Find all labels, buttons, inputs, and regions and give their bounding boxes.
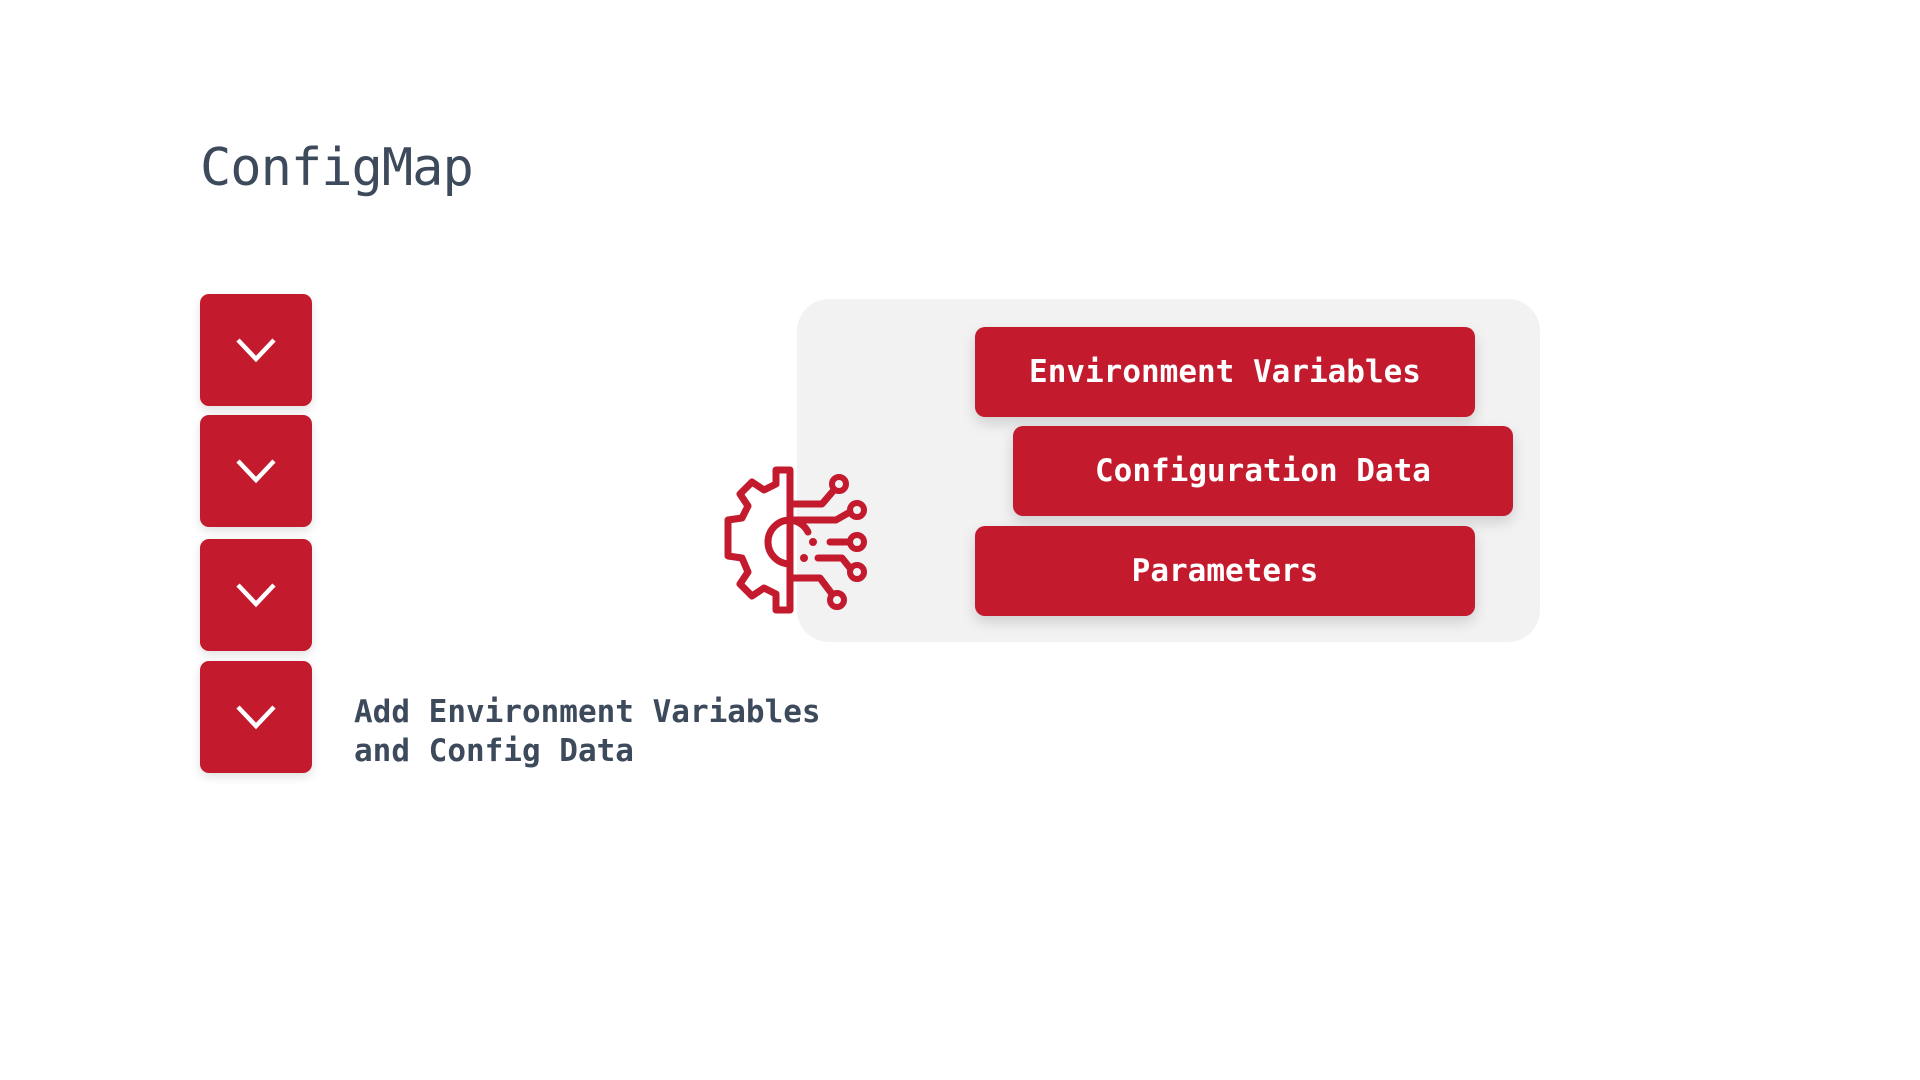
step-3-chevron-button[interactable] (200, 539, 312, 651)
configuration-data-button[interactable]: Configuration Data (1013, 426, 1513, 516)
chevron-down-icon (236, 705, 276, 730)
step-4-line-1: Add Environment Variables (354, 694, 821, 730)
parameters-button[interactable]: Parameters (975, 526, 1475, 616)
chevron-down-icon (236, 338, 276, 363)
page-title: ConfigMap (200, 138, 474, 198)
step-2-chevron-button[interactable] (200, 415, 312, 527)
environment-variables-button[interactable]: Environment Variables (975, 327, 1475, 417)
step-4-chevron-button[interactable] (200, 661, 312, 773)
chevron-down-icon (236, 583, 276, 608)
step-4-description: Add Environment Variables and Config Dat… (354, 693, 821, 771)
gear-circuit-icon (724, 466, 867, 614)
chevron-down-icon (236, 459, 276, 484)
step-4-line-2: and Config Data (354, 733, 634, 769)
step-1-chevron-button[interactable] (200, 294, 312, 406)
